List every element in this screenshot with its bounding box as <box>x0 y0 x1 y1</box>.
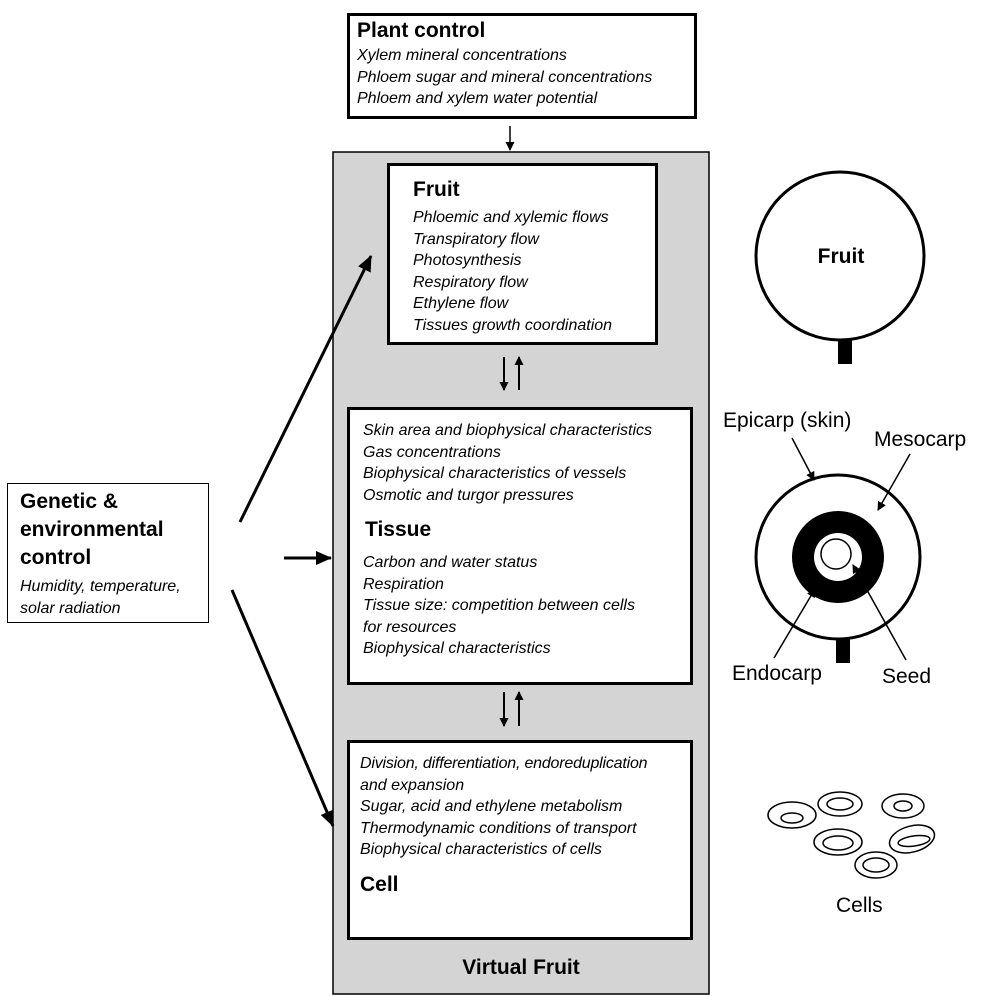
epicarp-label: Epicarp (skin) <box>723 409 852 432</box>
fruit-box-item: Ethylene flow <box>413 295 509 312</box>
fruit-illustration-label: Fruit <box>817 245 865 268</box>
fruit-section-seed <box>820 538 852 570</box>
fruit-box-item: Phloemic and xylemic flows <box>413 209 609 226</box>
cell-box-title: Cell <box>360 872 399 896</box>
endocarp-label: Endocarp <box>732 662 822 685</box>
fruit-section-stem <box>836 639 850 663</box>
tissue-box-item: Skin area and biophysical characteristic… <box>363 422 653 439</box>
tissue-box: Skin area and biophysical characteristic… <box>347 407 693 685</box>
tissue-box-item: Carbon and water status <box>363 554 538 571</box>
genetic-control-title: Genetic & <box>20 490 119 513</box>
plant-control-title: Plant control <box>357 19 486 42</box>
cells-label: Cells <box>836 894 883 917</box>
seed-pointer <box>852 564 907 661</box>
fruit-box-item: Respiratory flow <box>413 273 528 291</box>
plant-control-box: Plant control Xylem mineral concentratio… <box>347 13 697 119</box>
arrow-genetic-to-cell <box>230 589 335 827</box>
cell-box-item: Biophysical characteristics of cells <box>360 841 602 858</box>
cell-box-item: Thermodynamic conditions of transport <box>360 819 637 837</box>
tissue-box-item: Gas concentrations <box>363 443 501 461</box>
tissue-box-item: for resources <box>363 618 457 636</box>
cell-box-item: Sugar, acid and ethylene metabolism <box>360 798 623 815</box>
tissue-box-item: Osmotic and turgor pressures <box>363 486 574 504</box>
genetic-control-box: Genetic & environmental control Humidity… <box>7 483 209 623</box>
genetic-control-subtitle: solar radiation <box>20 599 121 617</box>
tissue-box-item: Biophysical characteristics of vessels <box>363 465 627 482</box>
fruit-stem <box>838 340 852 364</box>
fruit-box-item: Transpiratory flow <box>413 230 539 248</box>
genetic-control-title: control <box>20 546 92 569</box>
plant-control-item: Xylem mineral concentrations <box>357 47 567 64</box>
cell-box-item: and expansion <box>360 776 465 794</box>
arrow-genetic-to-fruit <box>238 255 373 523</box>
plant-control-item: Phloem and xylem water potential <box>357 90 598 107</box>
mesocarp-label: Mesocarp <box>874 428 967 451</box>
endocarp-pointer <box>773 588 816 659</box>
fruit-box-title: Fruit <box>413 178 460 201</box>
plant-control-item: Phloem sugar and mineral concentrations <box>357 68 653 86</box>
seed-label: Seed <box>882 665 932 688</box>
tissue-box-item: Biophysical characteristics <box>363 640 551 657</box>
epicarp-pointer <box>791 437 815 481</box>
genetic-control-title: environmental <box>20 518 164 541</box>
tissue-box-item: Respiration <box>363 575 444 593</box>
fruit-box-item: Tissues growth coordination <box>413 316 613 334</box>
cell-box: Division, differentiation, endoreduplica… <box>347 740 693 940</box>
cell-box-item: Division, differentiation, endoreduplica… <box>360 755 648 772</box>
fruit-section-seed-cavity <box>814 533 862 581</box>
tissue-box-title: Tissue <box>365 518 432 541</box>
cells-illustration <box>767 791 936 879</box>
genetic-control-subtitle: Humidity, temperature, <box>20 578 181 595</box>
fruit-box-item: Photosynthesis <box>413 252 522 269</box>
fruit-box: Fruit Phloemic and xylemic flows Transpi… <box>387 163 658 345</box>
tissue-box-item: Tissue size: competition between cells <box>363 597 635 614</box>
mesocarp-pointer <box>877 453 911 511</box>
virtual-fruit-label: Virtual Fruit <box>462 956 580 979</box>
